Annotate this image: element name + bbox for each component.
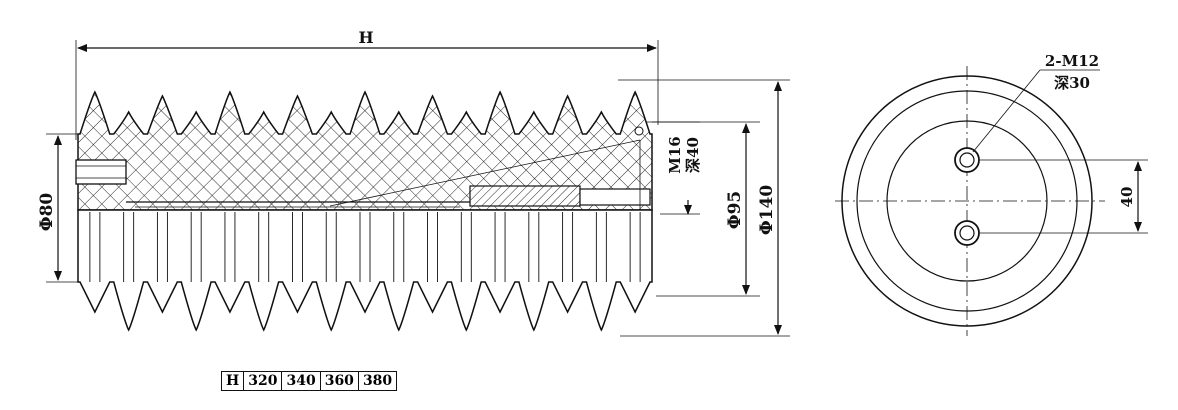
shed-lines xyxy=(89,212,641,282)
right-metal-insert xyxy=(469,185,581,207)
end-fitting-circle xyxy=(886,120,1048,282)
end-fitting xyxy=(579,188,651,206)
h-table-cell: 340 xyxy=(281,371,321,391)
side-view: H Φ80 M16 深40 Φ95 Φ140 xyxy=(37,28,790,337)
dim-phi80-label: Φ80 xyxy=(37,193,57,232)
h-table-cell: 360 xyxy=(319,371,359,391)
end-thread-label: 2-M12 xyxy=(1045,52,1099,70)
bolt-hole-top xyxy=(954,147,980,173)
h-table-cell: 380 xyxy=(357,371,398,391)
h-table-cell: 320 xyxy=(243,371,283,391)
lower-exterior xyxy=(77,209,653,332)
side-thread-label: M16 xyxy=(666,136,684,173)
dim-h-label: H xyxy=(358,28,373,47)
hole-spacing-label: 40 xyxy=(1118,187,1136,208)
end-outer-circle xyxy=(841,75,1093,327)
h-table-header: H xyxy=(220,371,245,391)
side-bolt xyxy=(634,126,644,136)
end-shed-circle xyxy=(856,90,1078,312)
end-depth-label: 深30 xyxy=(1054,74,1090,92)
upper-section xyxy=(77,90,653,211)
left-insert xyxy=(75,159,127,185)
h-value-table: H 320 340 360 380 xyxy=(220,371,398,391)
side-depth-label: 深40 xyxy=(684,137,702,173)
dim-phi95-label: Φ95 xyxy=(725,191,745,229)
bolt-hole-bottom xyxy=(954,220,980,246)
end-view: 2-M12 深30 40 xyxy=(835,52,1148,336)
dim-phi140-label: Φ140 xyxy=(757,185,777,235)
